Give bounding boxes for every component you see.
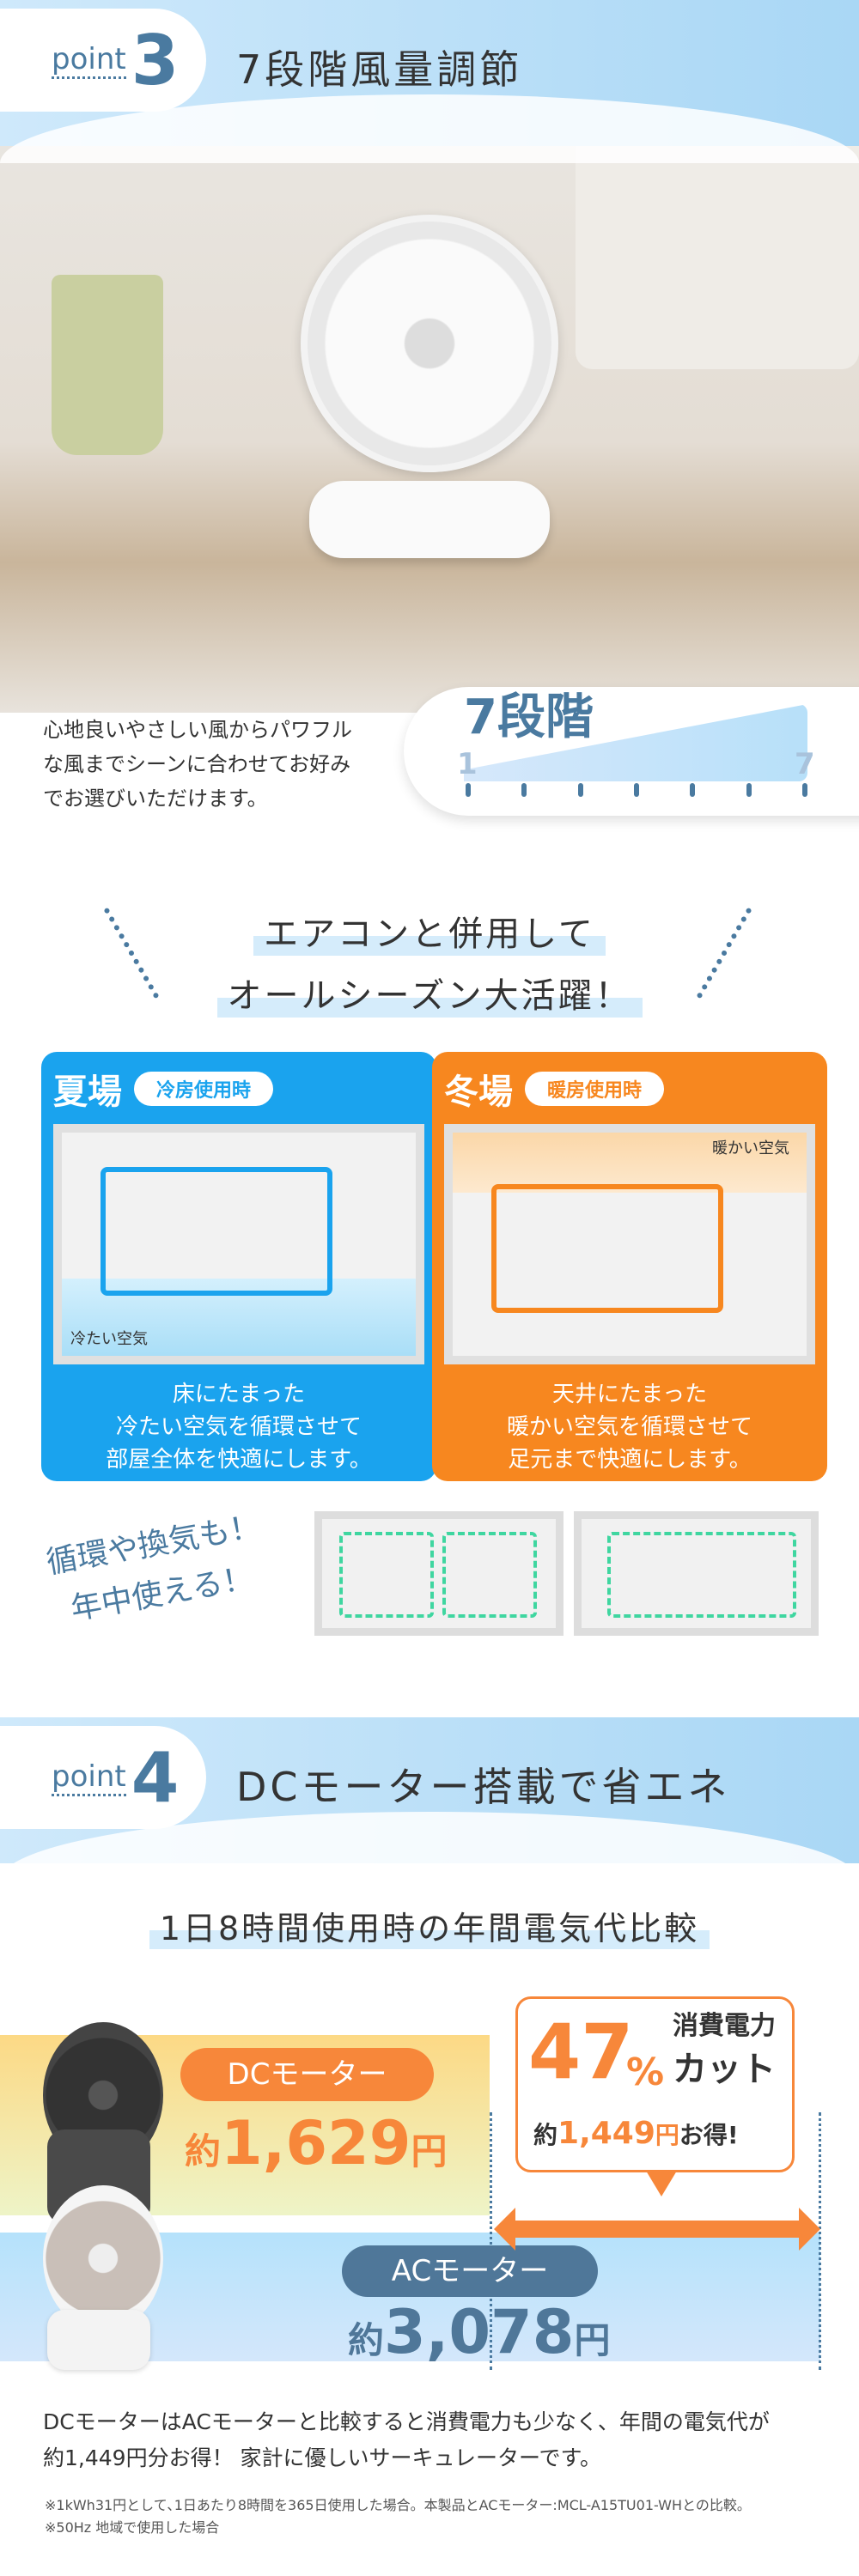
ac-fan-base [47,2310,150,2370]
saving-value: 1,449 [557,2116,655,2151]
callout-tail [646,2171,677,2196]
footnotes: ※1kWh31円として､1日あたり8時間を365日使用した場合。本製品とACモー… [45,2494,751,2539]
divider [819,2112,821,2370]
desc-line: 冷たい空気を循環させて [115,1414,362,1440]
summer-room-diagram: 冷たい空気 [53,1124,424,1364]
circulation-caption: 循環や換気も！ 年中使える！ [18,1498,300,1654]
ac-fan-image [43,2185,163,2331]
point4-title: DCモーター搭載で省エネ [236,1764,731,1810]
summer-card: 夏場冷房使用時 冷たい空気 床にたまった冷たい空気を循環させて部屋全体を快適にし… [41,1052,436,1481]
step-tick [634,783,639,797]
step-title: 7段階 [464,690,594,745]
desc-line: 部屋全体を快適にします。 [106,1447,372,1473]
prefix: 約 [533,2121,558,2149]
ac-cost: 約3,078円 [348,2297,610,2367]
warm-air-label: 暖かい空気 [712,1139,789,1157]
circulation-diagram-1 [314,1511,564,1636]
point-label: point [52,42,126,79]
step-tick [690,783,696,797]
winter-badge: 暖房使用時 [525,1072,665,1106]
summer-title: 夏場 [53,1072,122,1112]
point3-title: 7段階風量調節 [236,46,523,93]
living-room-photo [0,112,859,713]
desc-line: 足元まで快適にします。 [508,1447,752,1473]
desc-line: 天井にたまった [551,1382,708,1407]
unit: 円 [411,2130,448,2172]
compare-title-text: 1日8時間使用時の年間電気代比較 [149,1902,710,1949]
step-min: 1 [457,747,478,781]
desc-line: な風までシーンに合わせてお好み [43,752,351,776]
ac-label: ACモーター [342,2245,598,2297]
dc-value: 1,629 [221,2108,411,2178]
summer-badge: 冷房使用時 [134,1072,274,1106]
desc-line: でお選びいただけます。 [43,787,268,811]
footnote: ※50Hz 地域で使用した場合 [45,2519,220,2536]
footnote: ※1kWh31円として､1日あたり8時間を365日使用した場合。本製品とACモー… [45,2497,751,2513]
point-label: point [52,1759,126,1796]
double-arrow-icon [494,2208,820,2251]
aircon-title: エアコンと併用して オールシーズン大活躍！ [0,906,859,1018]
point-number: 4 [131,1737,180,1818]
point3-description: 心地良いやさしい風からパワフル な風までシーンに合わせてお好み でお選びいただけ… [43,713,352,816]
dc-cost: 約1,629円 [185,2108,447,2178]
prefix: 約 [185,2130,222,2172]
step-tick [521,783,527,797]
unit: 円 [655,2121,679,2149]
desc-line: 暖かい空気を循環させて [506,1414,752,1440]
saving-percent: 47 [528,2008,634,2096]
percent-sign: % [626,2050,665,2094]
winter-room-diagram: 暖かい空気 [444,1124,815,1364]
step-tick [802,783,807,797]
point4-description: DCモーターはACモーターと比較すると消費電力も少なく、年間の電気代が 約1,4… [43,2404,770,2476]
winter-title: 冬場 [444,1072,513,1112]
saving-callout: 47 % 消費電力 カット 約1,449円お得! [515,1996,795,2172]
prefix: 約 [348,2319,385,2361]
step-tick [746,783,752,797]
plant-pot [52,275,163,455]
step-indicator: 7段階 1 7 [404,687,859,816]
step-tick [466,783,471,797]
suffix: お得! [679,2121,739,2149]
saving-line2: カット [673,2050,776,2089]
white-fan-image [301,215,558,472]
ac-value: 3,078 [384,2297,575,2367]
divider [490,2112,492,2370]
saving-line1: 消費電力 [673,2011,776,2041]
cold-air-label: 冷たい空気 [70,1330,148,1348]
circulation-diagram-2 [574,1511,819,1636]
desc-line: 心地良いやさしい風からパワフル [43,718,352,742]
airflow-arrows [491,1184,723,1313]
airflow-arrows [101,1167,332,1296]
point-number: 3 [131,20,180,100]
winter-card: 冬場暖房使用時 暖かい空気 天井にたまった暖かい空気を循環させて足元まで快適にし… [432,1052,827,1481]
desc-line: 床にたまった [172,1382,306,1407]
title-line: オールシーズン大活躍！ [216,968,643,1018]
unit: 円 [574,2319,611,2361]
fan-base [309,481,550,558]
saving-amount: 約1,449円お得! [533,2115,739,2152]
compare-title: 1日8時間使用時の年間電気代比較 [0,1902,859,1949]
desc-line: 約1,449円分お得！ 家計に優しいサーキュレーターです。 [43,2445,602,2470]
step-max: 7 [795,747,815,781]
point3-badge: point 3 [0,9,206,112]
title-line: エアコンと併用して [253,906,606,956]
point4-badge: point 4 [0,1726,206,1829]
desc-line: DCモーターはACモーターと比較すると消費電力も少なく、年間の電気代が [43,2409,770,2434]
dc-label: DCモーター [180,2048,434,2101]
step-tick [577,783,583,797]
